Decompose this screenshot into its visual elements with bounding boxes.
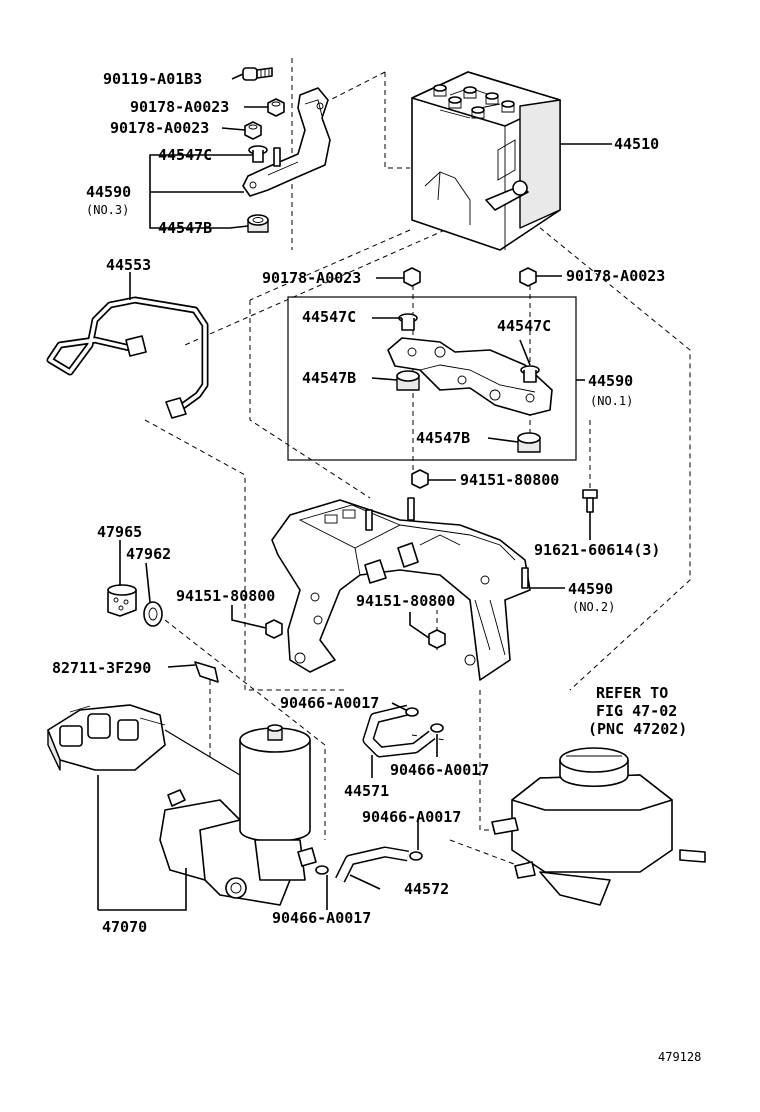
label-90178-A0023-b: 90178-A0023 xyxy=(110,119,209,137)
label-94151-80800-a: 94151-80800 xyxy=(460,471,559,489)
label-44510: 44510 xyxy=(614,135,659,153)
label-44547B-b: 44547B xyxy=(302,369,356,387)
connector-82711-3F290 xyxy=(194,661,219,683)
clip-90466-a xyxy=(405,707,419,717)
label-90178-A0023-c: 90178-A0023 xyxy=(262,269,361,287)
label-90466-A0017-c: 90466-A0017 xyxy=(362,808,461,826)
label-47070: 47070 xyxy=(102,918,147,936)
label-44572: 44572 xyxy=(404,880,449,898)
hose-44571 xyxy=(362,704,436,758)
collar-44547C-top xyxy=(248,145,268,163)
collar-44547C-mid-b xyxy=(520,365,540,383)
part-47965 xyxy=(107,584,137,617)
collar-44547C-mid-a xyxy=(398,313,418,331)
collar-44547B-mid-a xyxy=(396,370,420,391)
refer-note-line2: FIG 47-02 xyxy=(596,702,677,720)
label-44590-a-sub: (NO.3) xyxy=(86,203,129,217)
hose-44572 xyxy=(335,846,409,883)
label-44590-b-sub: (NO.1) xyxy=(590,394,633,408)
bolt-90119-A01B3 xyxy=(242,67,273,81)
label-90178-A0023-d: 90178-A0023 xyxy=(566,267,665,285)
clip-90466-c xyxy=(409,851,423,861)
clip-90466-b xyxy=(430,723,444,733)
bracket-no2 xyxy=(271,497,531,681)
label-44590-b: 44590 xyxy=(588,372,633,390)
bolt-91621 xyxy=(582,489,598,513)
clip-90466-d xyxy=(315,865,329,875)
nut-94151-b xyxy=(265,619,283,639)
label-44553: 44553 xyxy=(106,256,151,274)
label-90466-A0017-b: 90466-A0017 xyxy=(390,761,489,779)
label-44547C-b: 44547C xyxy=(302,308,356,326)
bracket-no3 xyxy=(242,87,331,197)
part-47962 xyxy=(143,601,163,627)
label-44547C-a: 44547C xyxy=(158,146,212,164)
reservoir-tank xyxy=(491,747,706,906)
refer-note-line3: (PNC 47202) xyxy=(588,720,687,738)
label-90178-A0023-a: 90178-A0023 xyxy=(130,98,229,116)
nut-90178-top-a xyxy=(267,98,285,117)
nut-90178-top-b xyxy=(244,121,262,140)
label-90466-A0017-d: 90466-A0017 xyxy=(272,909,371,927)
label-90119-A01B3: 90119-A01B3 xyxy=(103,70,202,88)
stud-bolt-small xyxy=(273,147,281,167)
refer-note-line1: REFER TO xyxy=(596,684,668,702)
bracket-no1-box xyxy=(287,296,577,461)
nut-94151-a xyxy=(411,469,429,489)
label-47965: 47965 xyxy=(97,523,142,541)
collar-44547B-mid-b xyxy=(517,432,541,453)
label-94151-80800-b: 94151-80800 xyxy=(176,587,275,605)
label-44590-c: 44590 xyxy=(568,580,613,598)
nut-90178-mid-right xyxy=(519,267,537,287)
abs-actuator-44510 xyxy=(411,71,561,251)
nut-90178-mid-left xyxy=(403,267,421,287)
label-91621-60614: 91621-60614(3) xyxy=(534,541,660,559)
label-44547C-c: 44547C xyxy=(497,317,551,335)
part-labels: 90119-A01B3 90178-A0023 90178-A0023 4454… xyxy=(52,70,701,1064)
pump-assembly-47070 xyxy=(47,704,317,906)
brake-pipe-44553 xyxy=(46,296,209,419)
label-44547B-c: 44547B xyxy=(416,429,470,447)
label-44547B-a: 44547B xyxy=(158,219,212,237)
label-47962: 47962 xyxy=(126,545,171,563)
label-94151-80800-c: 94151-80800 xyxy=(356,592,455,610)
leader-lines xyxy=(97,73,612,911)
label-90466-A0017-a: 90466-A0017 xyxy=(280,694,379,712)
label-82711-3F290: 82711-3F290 xyxy=(52,659,151,677)
nut-94151-c xyxy=(428,629,446,649)
diagram-id: 479128 xyxy=(658,1050,701,1064)
label-44571: 44571 xyxy=(344,782,389,800)
label-44590-c-sub: (NO.2) xyxy=(572,600,615,614)
collar-44547B-top xyxy=(247,214,269,233)
label-44590-a: 44590 xyxy=(86,183,131,201)
